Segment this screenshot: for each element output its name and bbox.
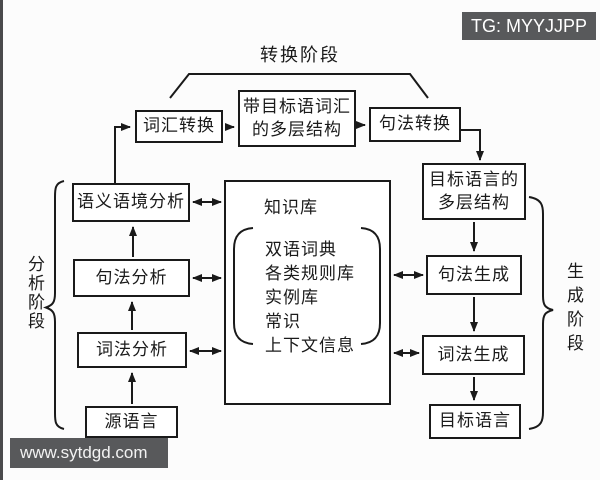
node-target-language-multilayer: 目标语言的 多层结构 (422, 163, 526, 220)
knowledge-base-item: 实例库 (265, 288, 319, 307)
node-syntactic-transfer: 句法转换 (369, 107, 461, 142)
node-syntactic-generation: 句法生成 (426, 255, 522, 295)
node-target-lexical-multilayer: 带目标语词汇 的多层结构 (238, 90, 356, 147)
knowledge-base-item: 常识 (265, 312, 301, 331)
left-edge-strip (0, 0, 3, 480)
knowledge-base-item: 各类规则库 (265, 264, 355, 283)
node-target-language-multilayer-line2: 多层结构 (438, 192, 510, 212)
transfer-phase-label: 转换阶段 (260, 45, 340, 65)
node-syntactic-analysis: 句法分析 (73, 259, 190, 297)
node-lexical-transfer: 词汇转换 (135, 110, 223, 143)
arrow-syntactic-transfer-to-target-structure-icon (461, 129, 484, 161)
node-target-lexical-multilayer-line1: 带目标语词汇 (243, 96, 351, 116)
knowledge-base-item: 上下文信息 (265, 336, 355, 355)
knowledge-base-title: 知识库 (264, 198, 318, 217)
node-lexical-generation: 词法生成 (422, 335, 525, 375)
node-source-language: 源语言 (85, 406, 178, 438)
node-target-lexical-multilayer-line2: 的多层结构 (252, 119, 342, 139)
arrow-semantic-analysis-to-lexical-transfer-icon (114, 123, 131, 183)
generation-phase-brace-icon (528, 196, 554, 430)
knowledge-base-item: 双语词典 (265, 240, 337, 259)
node-target-language-multilayer-line1: 目标语言的 (429, 169, 519, 189)
generation-phase-label: 生成阶段 (564, 262, 583, 358)
node-target-language: 目标语言 (429, 404, 521, 439)
watermark: www.sytdgd.com (10, 438, 168, 468)
analysis-phase-label: 分析阶段 (25, 255, 44, 331)
node-lexical-analysis: 词法分析 (77, 332, 187, 368)
knowledge-base-items: 双语词典 各类规则库 实例库 常识 上下文信息 (265, 238, 355, 358)
tg-badge: TG: MYYJJPP (462, 12, 596, 40)
node-semantic-context-analysis: 语义语境分析 (72, 183, 190, 222)
node-knowledge-base: 知识库 双语词典 各类规则库 实例库 常识 上下文信息 (224, 180, 391, 405)
analysis-phase-brace-icon (43, 180, 65, 430)
